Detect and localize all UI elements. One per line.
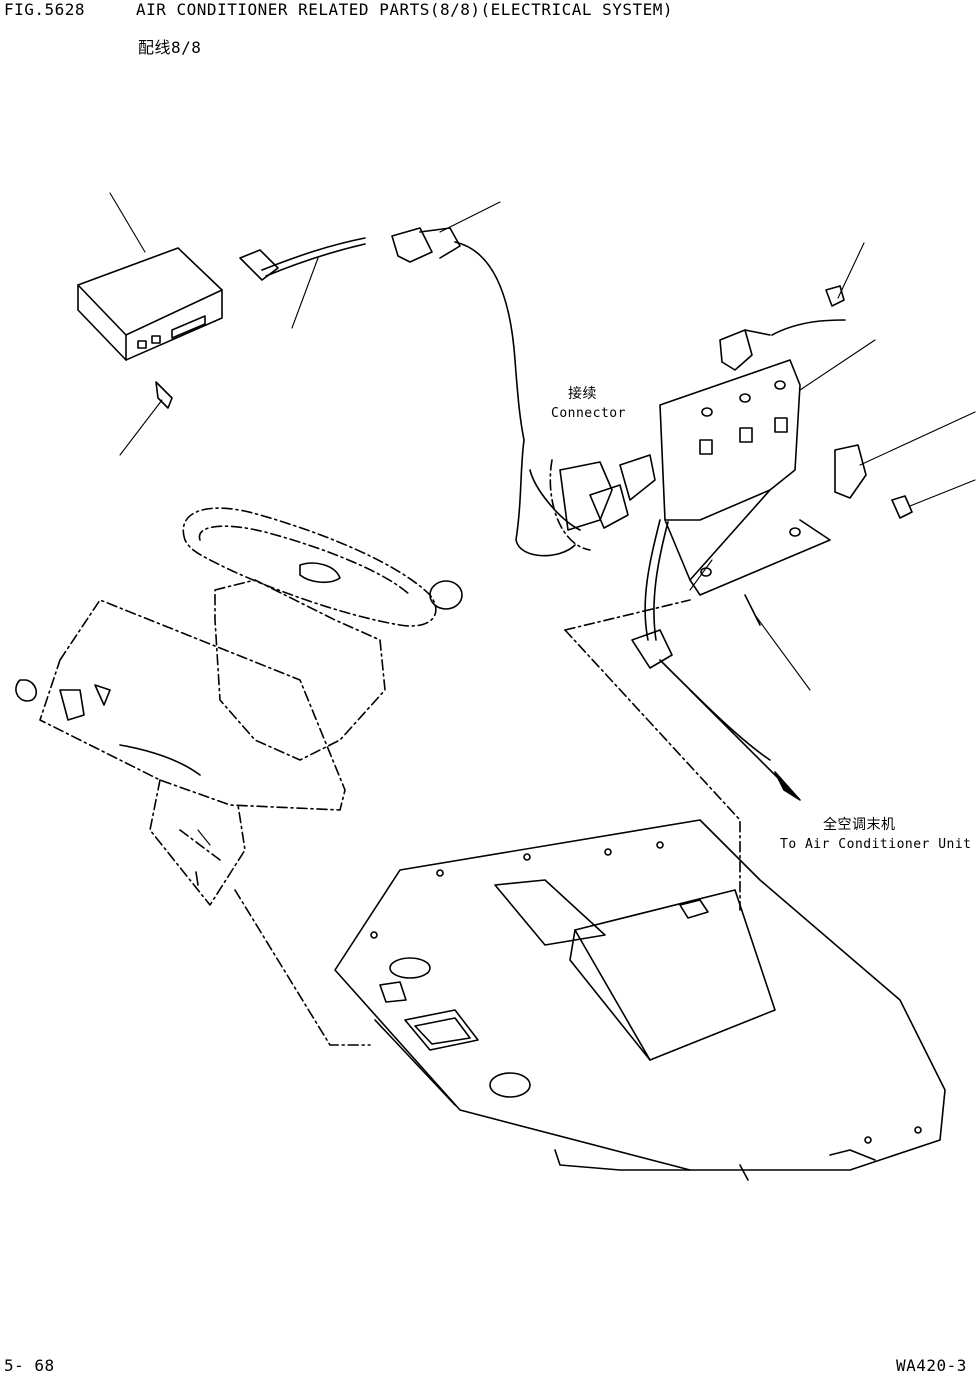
mounting-bracket-part bbox=[659, 339, 876, 596]
steering-column-part bbox=[15, 579, 386, 1046]
screw-part bbox=[119, 381, 173, 456]
figure-number: FIG.5628 bbox=[4, 0, 86, 19]
floor-plate-part bbox=[334, 819, 946, 1181]
connector-cluster-part bbox=[515, 439, 656, 557]
connector-callout-chinese: 接续 bbox=[568, 386, 597, 402]
harness-connector-part bbox=[239, 201, 525, 441]
figure-subtitle: 配线8/8 bbox=[138, 38, 202, 57]
control-box-part bbox=[77, 192, 223, 361]
ac-unit-leader-line bbox=[564, 599, 801, 911]
relay-part bbox=[719, 242, 976, 519]
steering-wheel-part bbox=[182, 507, 463, 627]
model-code: WA420-3 bbox=[896, 1356, 967, 1375]
ac-unit-callout: To Air Conditioner Unit bbox=[780, 837, 972, 852]
figure-title: AIR CONDITIONER RELATED PARTS(8/8)(ELECT… bbox=[136, 0, 674, 19]
connector-callout: Connector bbox=[551, 406, 626, 421]
page-number: 5- 68 bbox=[4, 1356, 55, 1375]
wiring-harness-part bbox=[631, 519, 811, 761]
ac-unit-callout-chinese: 全空调末机 bbox=[823, 817, 896, 833]
